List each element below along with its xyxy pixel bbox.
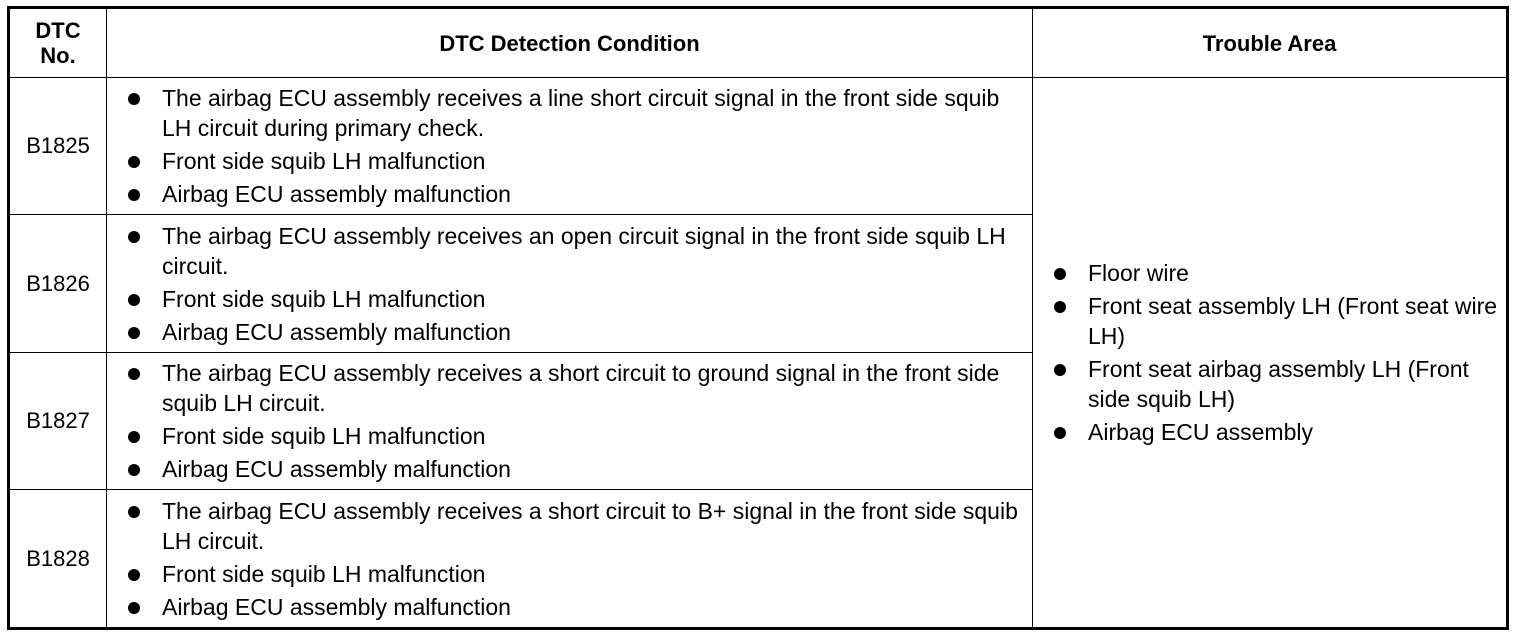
condition-text: Airbag ECU assembly malfunction [162, 318, 511, 345]
trouble-area-text: Front seat assembly LH (Front seat wire … [1088, 293, 1498, 349]
condition-text: The airbag ECU assembly receives a short… [162, 497, 1018, 554]
bullet-icon [128, 293, 140, 306]
bullet-icon [128, 568, 140, 581]
condition-list: The airbag ECU assembly receives a short… [107, 496, 1032, 622]
list-item: Front seat airbag assembly LH (Front sid… [1054, 354, 1500, 414]
header-dtc-no-line1: DTC [35, 18, 81, 43]
bullet-icon [1054, 301, 1066, 313]
list-item: Airbag ECU assembly malfunction [128, 454, 1026, 484]
header-dtc-no: DTC No. [8, 7, 107, 78]
list-item: Front side squib LH malfunction [128, 421, 1026, 451]
condition-text: The airbag ECU assembly receives an open… [162, 222, 1006, 279]
condition-list: The airbag ECU assembly receives a line … [107, 83, 1032, 209]
bullet-icon [128, 505, 140, 518]
list-item: The airbag ECU assembly receives an open… [128, 221, 1026, 281]
condition-list: The airbag ECU assembly receives an open… [107, 221, 1032, 347]
header-condition: DTC Detection Condition [106, 7, 1033, 78]
table-row: B1828 The airbag ECU assembly receives a… [8, 489, 1508, 629]
list-item: Floor wire [1054, 258, 1500, 288]
list-item: Airbag ECU assembly malfunction [128, 317, 1026, 347]
bullet-icon [128, 601, 140, 614]
bullet-icon [1054, 364, 1066, 376]
dtc-table: DTC No. DTC Detection Condition Trouble … [7, 6, 1509, 630]
table-row: B1826 The airbag ECU assembly receives a… [8, 214, 1508, 353]
trouble-area-text: Front seat airbag assembly LH (Front sid… [1088, 356, 1469, 412]
condition-text: Front side squib LH malfunction [162, 423, 486, 450]
condition-text: The airbag ECU assembly receives a line … [162, 85, 1000, 142]
list-item: Front seat assembly LH (Front seat wire … [1054, 291, 1500, 351]
list-item: Front side squib LH malfunction [128, 559, 1026, 589]
bullet-icon [128, 156, 140, 169]
bullet-icon [1054, 268, 1066, 280]
bullet-icon [128, 368, 140, 381]
list-item: Front side squib LH malfunction [128, 146, 1026, 176]
condition-text: The airbag ECU assembly receives a short… [162, 360, 1000, 417]
list-item: The airbag ECU assembly receives a short… [128, 358, 1026, 418]
condition-cell: The airbag ECU assembly receives an open… [106, 214, 1033, 353]
dtc-code: B1828 [8, 489, 107, 629]
condition-text: Front side squib LH malfunction [162, 148, 486, 175]
table-row: B1827 The airbag ECU assembly receives a… [8, 351, 1508, 491]
condition-text: Front side squib LH malfunction [162, 285, 486, 312]
bullet-icon [128, 230, 140, 243]
table-row: B1825 The airbag ECU assembly receives a… [8, 76, 1508, 629]
condition-cell: The airbag ECU assembly receives a short… [106, 489, 1033, 629]
list-item: Airbag ECU assembly [1054, 417, 1500, 447]
bullet-icon [128, 189, 140, 202]
list-item: Airbag ECU assembly malfunction [128, 179, 1026, 209]
bullet-icon [1054, 427, 1066, 439]
list-item: Front side squib LH malfunction [128, 284, 1026, 314]
header-trouble-area: Trouble Area [1032, 7, 1508, 78]
dtc-code: B1826 [8, 214, 107, 353]
list-item: Airbag ECU assembly malfunction [128, 592, 1026, 622]
trouble-area-text: Floor wire [1088, 260, 1189, 286]
list-item: The airbag ECU assembly receives a line … [128, 83, 1026, 143]
dtc-code: B1827 [8, 351, 107, 491]
condition-text: Airbag ECU assembly malfunction [162, 456, 511, 483]
bullet-icon [128, 464, 140, 477]
bullet-icon [128, 93, 140, 106]
condition-text: Front side squib LH malfunction [162, 560, 486, 587]
trouble-area-text: Airbag ECU assembly [1088, 419, 1313, 445]
trouble-area-list: Floor wire Front seat assembly LH (Front… [1033, 258, 1506, 447]
dtc-code: B1825 [8, 76, 107, 216]
bullet-icon [128, 326, 140, 339]
bullet-icon [128, 431, 140, 444]
condition-cell: The airbag ECU assembly receives a line … [106, 76, 1033, 216]
condition-text: Airbag ECU assembly malfunction [162, 181, 511, 208]
trouble-area-cell: Floor wire Front seat assembly LH (Front… [1032, 77, 1508, 629]
condition-text: Airbag ECU assembly malfunction [162, 593, 511, 620]
condition-cell: The airbag ECU assembly receives a short… [106, 351, 1033, 491]
condition-list: The airbag ECU assembly receives a short… [107, 358, 1032, 484]
header-dtc-no-line2: No. [40, 43, 76, 68]
list-item: The airbag ECU assembly receives a short… [128, 496, 1026, 556]
header-row: DTC No. DTC Detection Condition Trouble … [8, 7, 1508, 78]
